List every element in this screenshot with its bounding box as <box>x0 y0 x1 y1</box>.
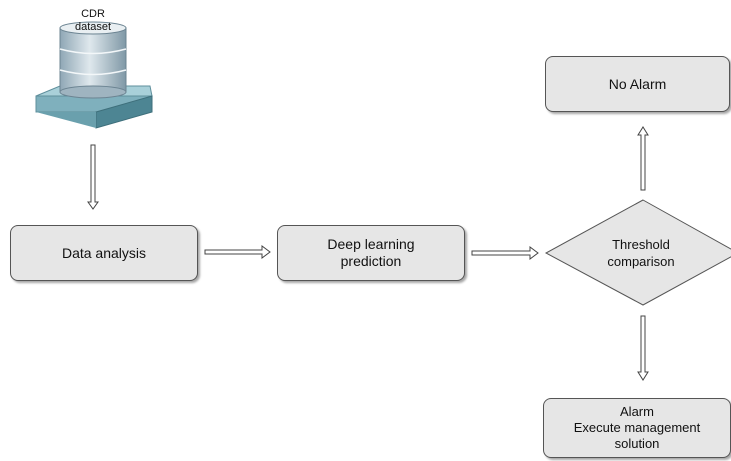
data-analysis-node: Data analysis <box>10 225 198 281</box>
database-cylinder-icon <box>35 21 153 129</box>
alarm-label: Alarm Execute management solution <box>573 404 701 451</box>
data-analysis-label: Data analysis <box>61 244 147 261</box>
arrow-analysis-to-prediction <box>204 245 271 259</box>
deep-learning-node: Deep learning prediction <box>277 225 465 281</box>
arrow-threshold-to-alarm <box>637 315 649 381</box>
arrow-threshold-to-no-alarm <box>637 126 649 191</box>
alarm-node: Alarm Execute management solution <box>543 398 731 458</box>
deep-learning-label: Deep learning prediction <box>327 236 415 269</box>
threshold-label: Threshold comparison <box>607 237 675 269</box>
no-alarm-node: No Alarm <box>545 56 730 112</box>
threshold-diamond <box>544 199 731 306</box>
arrow-prediction-to-threshold <box>471 246 539 260</box>
no-alarm-label: No Alarm <box>608 75 667 92</box>
database-label: CDR dataset <box>74 8 112 33</box>
arrow-database-to-analysis <box>87 144 99 210</box>
